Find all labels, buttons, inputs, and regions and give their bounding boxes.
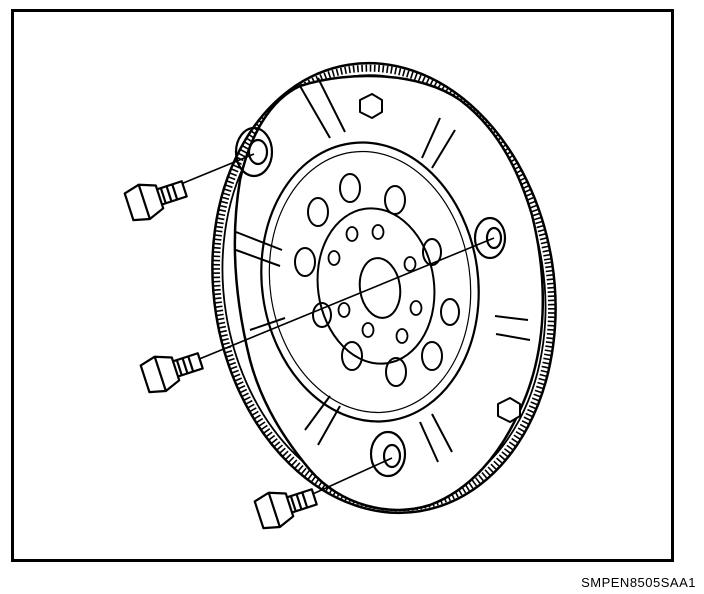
bolt-icon (123, 180, 318, 530)
flywheel-icon (233, 74, 545, 512)
leader-lines (175, 153, 495, 499)
figure-code: SMPEN8505SAA1 (581, 575, 696, 590)
